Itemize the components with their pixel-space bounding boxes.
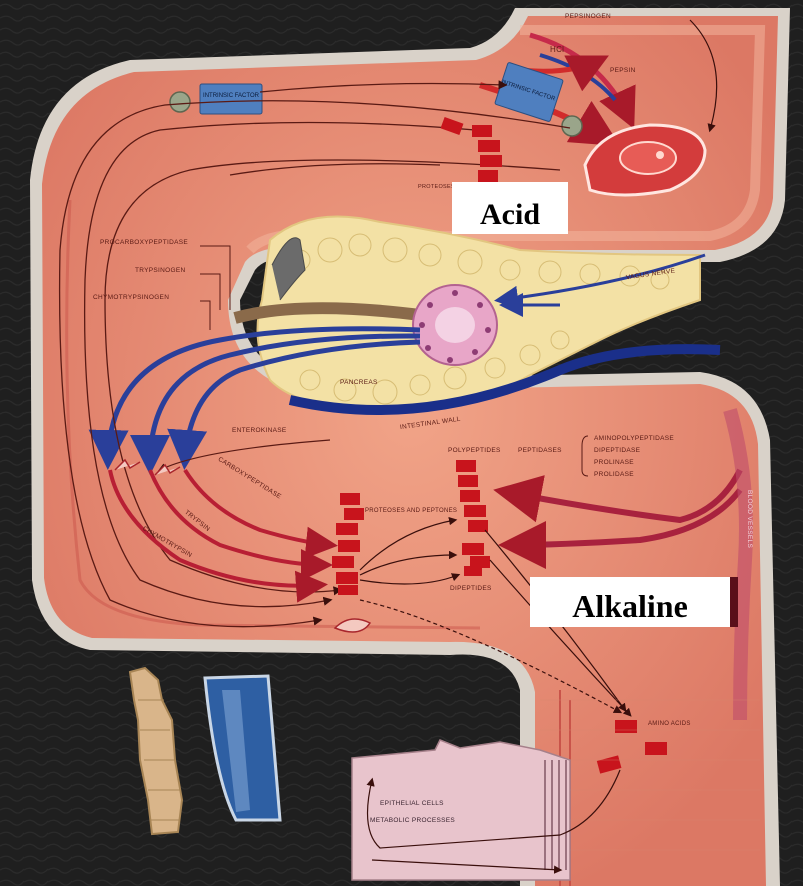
pancreatic-acinus-icon	[413, 285, 497, 365]
procarboxypeptidase-label: PROCARBOXYPEPTIDASE	[100, 239, 188, 246]
alkaline-label-box: Alkaline	[530, 577, 738, 627]
epithelial-cells-label: EPITHELIAL CELLS	[380, 800, 444, 807]
chymotrypsinogen-label: CHYMOTRYPSINOGEN	[93, 294, 169, 301]
prolidase-label: PROLIDASE	[594, 471, 634, 478]
acid-label: Acid	[480, 198, 540, 231]
trypsinogen-label: TRYPSINOGEN	[135, 267, 186, 274]
pepsinogen-label: PEPSINOGEN	[565, 13, 611, 20]
blood-vessels-label: BLOOD VESSELS	[746, 490, 753, 548]
acid-label-box: Acid	[452, 182, 568, 234]
intrinsic-factor-label-1: INTRINSIC FACTOR	[203, 93, 260, 99]
proteoses-peptones-label: PROTEOSES AND PEPTONES	[365, 508, 457, 514]
dipeptidase-label: DIPEPTIDASE	[594, 447, 641, 454]
enterokinase-label: ENTEROKINASE	[232, 427, 287, 434]
polypeptides-label: POLYPEPTIDES	[448, 447, 501, 454]
hcl-label: HCl	[550, 45, 564, 54]
dipeptides-label: DIPEPTIDES	[450, 585, 492, 592]
aminopolypeptidase-label: AMINOPOLYPEPTIDASE	[594, 435, 674, 442]
amino-acids-label: AMINO ACIDS	[648, 721, 691, 727]
prolinase-label: PROLINASE	[594, 459, 634, 466]
alkaline-label: Alkaline	[572, 588, 688, 624]
peptidases-label: PEPTIDASES	[518, 447, 562, 454]
pepsin-label: PEPSIN	[610, 67, 636, 74]
metabolic-processes-label: METABOLIC PROCESSES	[370, 817, 455, 824]
pancreas-label: PANCREAS	[340, 379, 378, 386]
